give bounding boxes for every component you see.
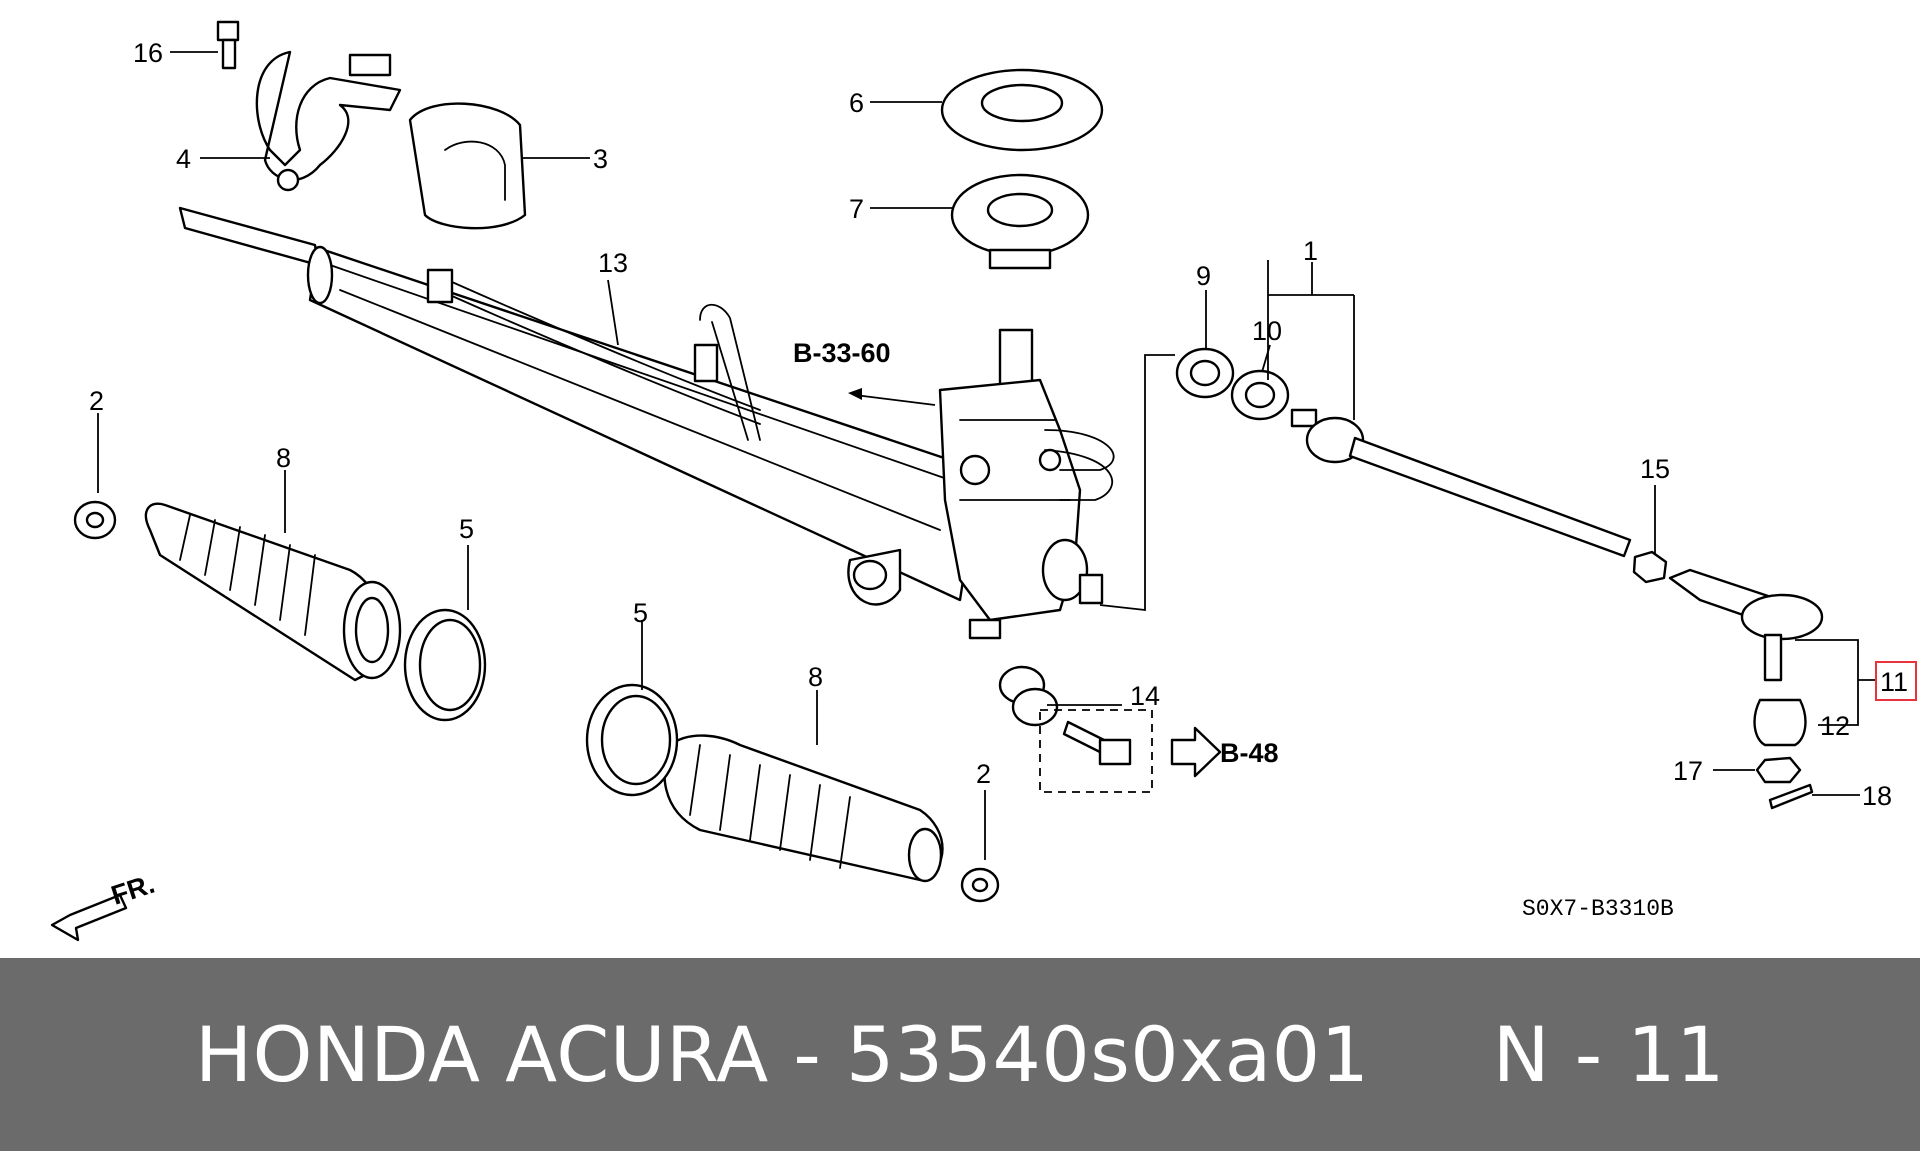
callout-16: 16 xyxy=(133,38,163,68)
castle-nut xyxy=(1755,756,1802,784)
callout-11-highlight: 11 xyxy=(1875,661,1917,701)
callout-6: 6 xyxy=(849,88,864,118)
callout-5-right: 5 xyxy=(633,598,648,628)
callout-18: 18 xyxy=(1862,781,1892,811)
callout-3: 3 xyxy=(593,144,608,174)
front-arrow-icon xyxy=(50,893,128,942)
stop-washer xyxy=(1230,369,1290,421)
callout-14: 14 xyxy=(1130,681,1160,711)
callout-13: 13 xyxy=(598,248,628,278)
rack-boot-right xyxy=(663,734,944,883)
callout-11: 11 xyxy=(1880,667,1908,697)
tie-rod-clip-left xyxy=(73,500,117,540)
callout-8-right: 8 xyxy=(808,662,823,692)
mounting-bolt xyxy=(216,20,240,70)
valve-body xyxy=(938,328,1175,640)
drawing-code: S0X7-B3310B xyxy=(1522,896,1674,922)
callout-2-right: 2 xyxy=(976,759,991,789)
ref-label-b3360: B-33-60 xyxy=(793,338,891,368)
leader-lines xyxy=(97,51,1875,860)
rack-housing xyxy=(178,206,982,606)
mount-cushion xyxy=(408,102,527,230)
dust-seal xyxy=(950,173,1090,270)
callout-10: 10 xyxy=(1252,316,1282,346)
ref-arrow-b3360 xyxy=(854,394,936,406)
steering-rack-exploded-diagram: 16 4 3 6 7 13 1 9 10 15 12 17 18 14 2 8 … xyxy=(50,20,1917,942)
front-label: FR. xyxy=(108,869,159,911)
callout-7: 7 xyxy=(849,194,864,224)
callout-4: 4 xyxy=(176,144,191,174)
callout-2-left: 2 xyxy=(89,386,104,416)
ref-label-b48: B-48 xyxy=(1220,738,1279,768)
ref-arrow-b48 xyxy=(1170,726,1222,778)
tie-rod-locknut xyxy=(1632,550,1668,584)
callout-9: 9 xyxy=(1196,261,1211,291)
callout-8-left: 8 xyxy=(276,443,291,473)
pinion-seal xyxy=(940,68,1104,152)
callout-15: 15 xyxy=(1640,454,1670,484)
part-caption: HONDA ACURA - 53540s0xa01 N - 11 xyxy=(194,1010,1726,1099)
boot-clamp-right xyxy=(585,683,679,797)
mount-bolt-box xyxy=(1039,709,1153,793)
caption-bar: HONDA ACURA - 53540s0xa01 N - 11 xyxy=(0,958,1920,1151)
callout-1: 1 xyxy=(1303,236,1318,266)
callout-17: 17 xyxy=(1673,756,1703,786)
callout-5-left: 5 xyxy=(459,514,474,544)
boot-clamp-left xyxy=(403,608,487,722)
tie-rod-clip-right xyxy=(960,867,1000,903)
rack-end xyxy=(1290,408,1632,558)
cotter-pin xyxy=(1768,783,1814,810)
tie-rod-end xyxy=(1668,568,1824,682)
lock-washer xyxy=(1175,347,1235,399)
rack-boot-left xyxy=(144,502,402,682)
callout-labels: 16 4 3 6 7 13 1 9 10 15 12 17 18 14 2 8 … xyxy=(89,38,1892,811)
tie-rod-end-boot xyxy=(1753,698,1807,747)
mount-bracket xyxy=(255,50,402,192)
mount-bushing xyxy=(998,665,1059,727)
callout-12: 12 xyxy=(1820,711,1850,741)
